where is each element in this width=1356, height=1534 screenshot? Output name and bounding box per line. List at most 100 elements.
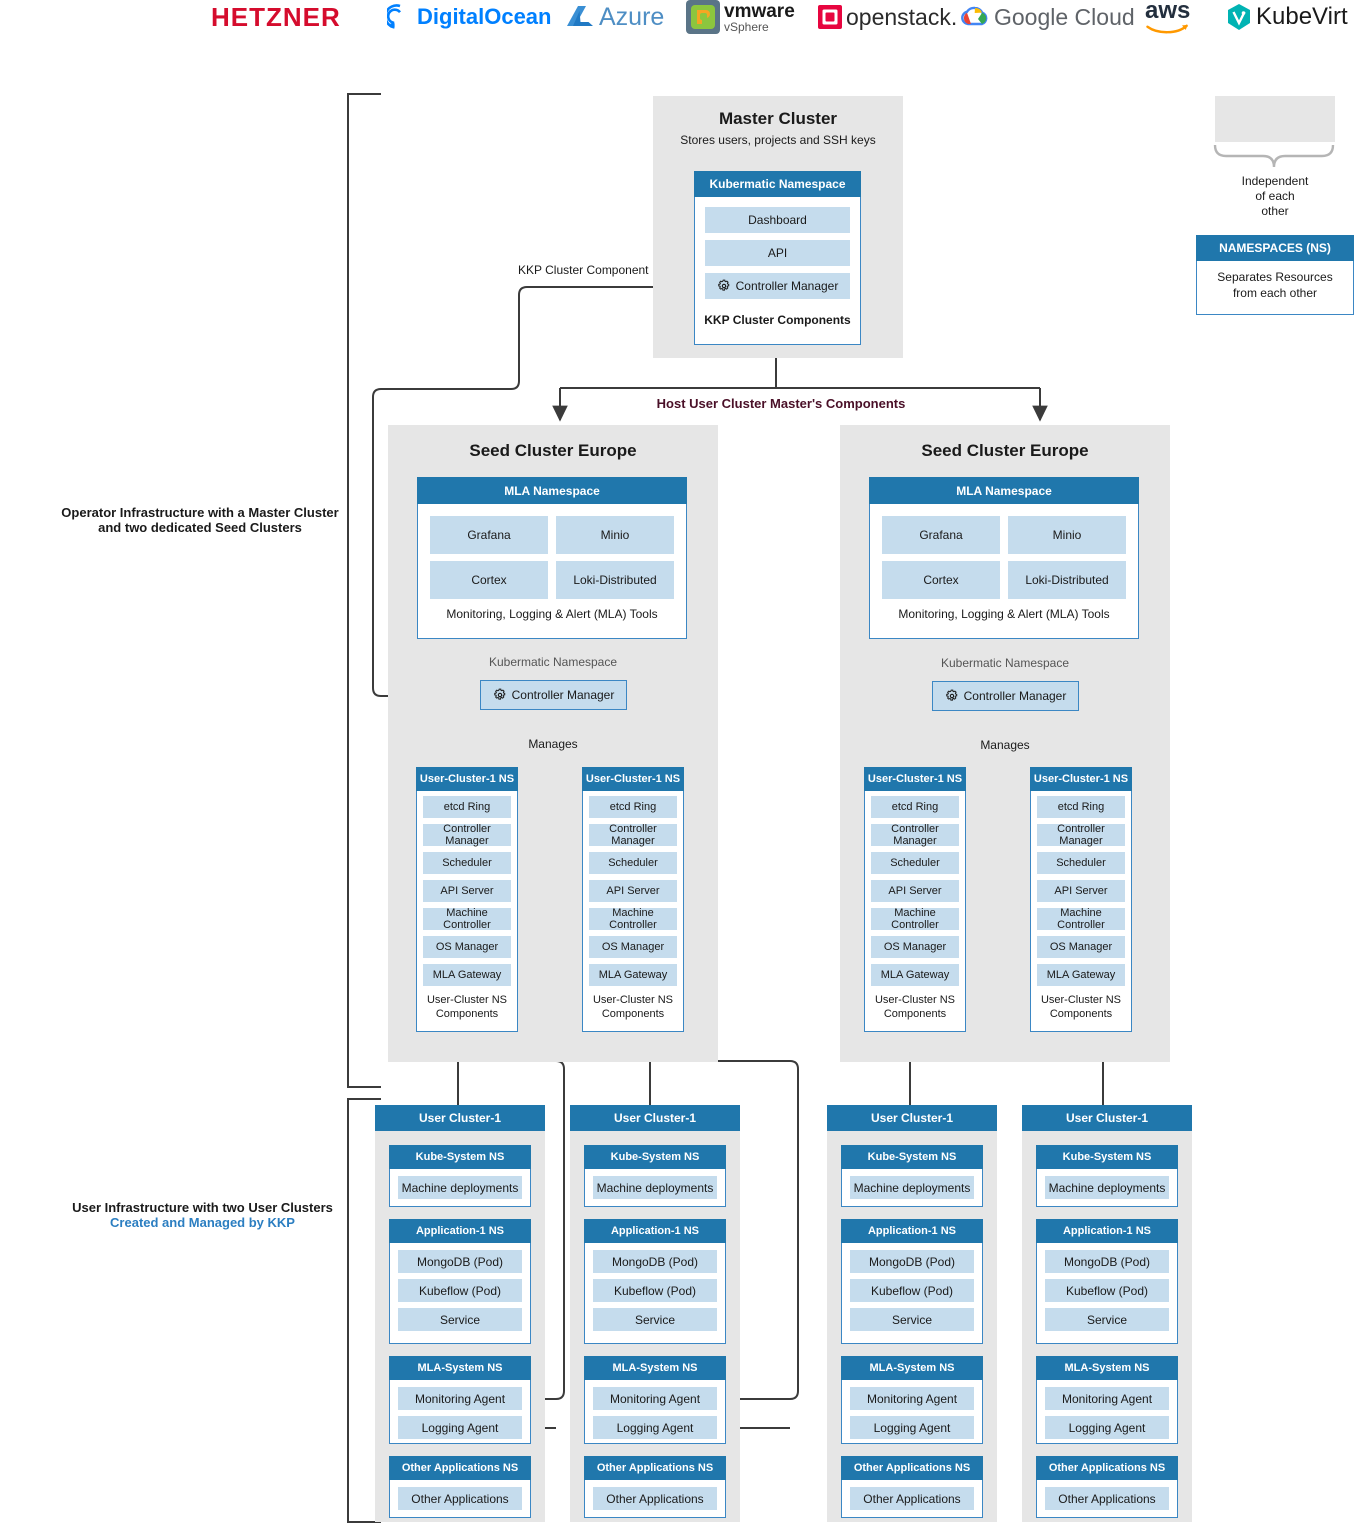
seed-2-ns-1-api-server[interactable]: API Server [871, 880, 959, 902]
seed-1-ns-1-os-manager[interactable]: OS Manager [423, 936, 511, 958]
user-cluster-1-ns-2-item-2[interactable]: Kubeflow (Pod) [398, 1279, 522, 1302]
seed-2-ns-1-etcd[interactable]: etcd Ring [871, 796, 959, 818]
seed-2-ns-2-mla-gateway[interactable]: MLA Gateway [1037, 964, 1125, 986]
seed-1-ns-2-api-server[interactable]: API Server [589, 880, 677, 902]
user-cluster-2-ns-3-item-1[interactable]: Monitoring Agent [593, 1387, 717, 1410]
seed-2-mla-minio[interactable]: Minio [1008, 516, 1126, 554]
seed-1-ns-1-machine-controller[interactable]: Machine Controller [423, 907, 511, 931]
user-label-line2: Created and Managed by KKP [110, 1215, 295, 1230]
seed-2-ns-1-os-manager[interactable]: OS Manager [871, 936, 959, 958]
user-cluster-1-ns-3-header: MLA-System NS [389, 1356, 531, 1380]
user-cluster-3-ns-1-item-1[interactable]: Machine deployments [850, 1176, 974, 1199]
seed-2-mla-grafana[interactable]: Grafana [882, 516, 1000, 554]
user-cluster-4-ns-1-item-1[interactable]: Machine deployments [1045, 1176, 1169, 1199]
seed-2-ns-2-etcd[interactable]: etcd Ring [1037, 796, 1125, 818]
user-cluster-3-ns-2-item-3[interactable]: Service [850, 1308, 974, 1331]
user-cluster-4-ns-2-item-1[interactable]: MongoDB (Pod) [1045, 1250, 1169, 1273]
seed-2-ns-1-scheduler[interactable]: Scheduler [871, 852, 959, 874]
seed-1-mla-grafana[interactable]: Grafana [430, 516, 548, 554]
user-cluster-3-ns-2-item-2[interactable]: Kubeflow (Pod) [850, 1279, 974, 1302]
seed-1-mla-cortex[interactable]: Cortex [430, 561, 548, 599]
user-cluster-3-ns-3-item-1[interactable]: Monitoring Agent [850, 1387, 974, 1410]
user-cluster-3-namespace-2: Application-1 NS MongoDB (Pod) Kubeflow (P… [841, 1219, 983, 1344]
master-api-item[interactable]: API [705, 240, 850, 266]
master-controller-manager-item[interactable]: Controller Manager [705, 273, 850, 299]
seed-2-ns-2-controller-manager[interactable]: Controller Manager [1037, 823, 1125, 847]
user-cluster-1-ns-2-item-1[interactable]: MongoDB (Pod) [398, 1250, 522, 1273]
legend-independent-text: Independent of each other [1215, 174, 1335, 219]
seed-2-ns-2-machine-controller[interactable]: Machine Controller [1037, 907, 1125, 931]
seed-1-mla-caption: Monitoring, Logging & Alert (MLA) Tools [446, 607, 658, 621]
user-cluster-2-ns-4-item-1[interactable]: Other Applications [593, 1487, 717, 1510]
seed-1-ns-2-controller-manager[interactable]: Controller Manager [589, 823, 677, 847]
seed-2-ns-2-os-manager[interactable]: OS Manager [1037, 936, 1125, 958]
kubermatic-namespace-header: Kubermatic Namespace [694, 171, 861, 197]
user-cluster-2-ns-3-header: MLA-System NS [584, 1356, 726, 1380]
seed-2-ns-1-controller-manager[interactable]: Controller Manager [871, 823, 959, 847]
user-cluster-1-ns-3-item-1[interactable]: Monitoring Agent [398, 1387, 522, 1410]
seed-1-mla-minio[interactable]: Minio [556, 516, 674, 554]
seed-2-ns-1-machine-controller[interactable]: Machine Controller [871, 907, 959, 931]
seed-2-ns-1-mla-gateway[interactable]: MLA Gateway [871, 964, 959, 986]
legend-namespaces-body-line2: from each other [1232, 286, 1318, 300]
seed-2-mla-loki[interactable]: Loki-Distributed [1008, 561, 1126, 599]
seed-1-mla-loki[interactable]: Loki-Distributed [556, 561, 674, 599]
legend-namespaces-body: Separates Resources from each other [1197, 269, 1353, 301]
user-cluster-3-ns-3-item-2[interactable]: Logging Agent [850, 1416, 974, 1439]
user-cluster-4-ns-2-item-2[interactable]: Kubeflow (Pod) [1045, 1279, 1169, 1302]
user-cluster-4-ns-2-header: Application-1 NS [1036, 1219, 1178, 1243]
user-cluster-4-ns-1-header: Kube-System NS [1036, 1145, 1178, 1169]
user-cluster-2-ns-1-item-1[interactable]: Machine deployments [593, 1176, 717, 1199]
user-cluster-3-ns-4-item-1[interactable]: Other Applications [850, 1487, 974, 1510]
user-cluster-3-ns-3-header: MLA-System NS [841, 1356, 983, 1380]
user-cluster-4-ns-3-item-1[interactable]: Monitoring Agent [1045, 1387, 1169, 1410]
user-cluster-3-header: User Cluster-1 [827, 1105, 997, 1131]
seed-1-ns-1-api-server[interactable]: API Server [423, 880, 511, 902]
user-cluster-4-ns-3-item-2[interactable]: Logging Agent [1045, 1416, 1169, 1439]
user-cluster-3-ns-2-item-1[interactable]: MongoDB (Pod) [850, 1250, 974, 1273]
user-cluster-3-ns-2-header: Application-1 NS [841, 1219, 983, 1243]
seed-2-mla-cortex[interactable]: Cortex [882, 561, 1000, 599]
user-cluster-4-ns-2-item-3[interactable]: Service [1045, 1308, 1169, 1331]
seed-2-ns-2-scheduler[interactable]: Scheduler [1037, 852, 1125, 874]
seed-1-ns-1-scheduler[interactable]: Scheduler [423, 852, 511, 874]
seed-1-ns-2-etcd[interactable]: etcd Ring [589, 796, 677, 818]
user-cluster-2-ns-2-item-3[interactable]: Service [593, 1308, 717, 1331]
user-cluster-1-ns-2-header: Application-1 NS [389, 1219, 531, 1243]
seed-1-ns-2-mla-gateway[interactable]: MLA Gateway [589, 964, 677, 986]
seed-1-ns-2-scheduler[interactable]: Scheduler [589, 852, 677, 874]
user-cluster-4-namespace-2: Application-1 NS MongoDB (Pod) Kubeflow (P… [1036, 1219, 1178, 1344]
google-cloud-glyph [961, 6, 988, 26]
digitalocean-logo-label: DigitalOcean [417, 4, 552, 29]
seed-2-controller-manager[interactable]: Controller Manager [932, 681, 1079, 711]
user-cluster-4-ns-4-item-1[interactable]: Other Applications [1045, 1487, 1169, 1510]
seed-1-ns-1-caption-line1: User-Cluster NS [426, 994, 508, 1006]
seed-2-ns-2-api-server[interactable]: API Server [1037, 880, 1125, 902]
seed-1-ns-1-etcd[interactable]: etcd Ring [423, 796, 511, 818]
seed-1-ns-1-header: User-Cluster-1 NS [416, 767, 518, 791]
master-dashboard-item[interactable]: Dashboard [705, 207, 850, 233]
user-cluster-1-ns-1-item-1[interactable]: Machine deployments [398, 1176, 522, 1199]
user-cluster-1-ns-4-item-1[interactable]: Other Applications [398, 1487, 522, 1510]
aws-logo-label: aws [1145, 0, 1191, 24]
master-cluster-panel: Master Cluster Stores users, projects an… [653, 96, 903, 358]
seed-1-ns-1-controller-manager[interactable]: Controller Manager [423, 823, 511, 847]
user-cluster-2-ns-2-item-1[interactable]: MongoDB (Pod) [593, 1250, 717, 1273]
seed-1-ns-2-machine-controller[interactable]: Machine Controller [589, 907, 677, 931]
user-cluster-1-ns-3-item-2[interactable]: Logging Agent [398, 1416, 522, 1439]
seed-1-ns-1-mla-gateway[interactable]: MLA Gateway [423, 964, 511, 986]
user-cluster-4-ns-3-header: MLA-System NS [1036, 1356, 1178, 1380]
seed-2-ns-2-caption-line1: User-Cluster NS [1040, 994, 1122, 1006]
user-cluster-2-ns-3-item-2[interactable]: Logging Agent [593, 1416, 717, 1439]
user-cluster-2-ns-2-header: Application-1 NS [584, 1219, 726, 1243]
user-cluster-3-ns-1-header: Kube-System NS [841, 1145, 983, 1169]
legend-independent-line2: of each [1255, 189, 1295, 203]
seed-1-ns-2-os-manager[interactable]: OS Manager [589, 936, 677, 958]
seed-1-controller-manager[interactable]: Controller Manager [480, 680, 627, 710]
user-cluster-1-ns-2-item-3[interactable]: Service [398, 1308, 522, 1331]
user-cluster-2-ns-2-item-2[interactable]: Kubeflow (Pod) [593, 1279, 717, 1302]
seed-1-ns-1-caption: User-Cluster NS Components [417, 993, 517, 1021]
seed-cluster-2-panel: Seed Cluster Europe MLA Namespace Grafan… [840, 425, 1170, 1062]
